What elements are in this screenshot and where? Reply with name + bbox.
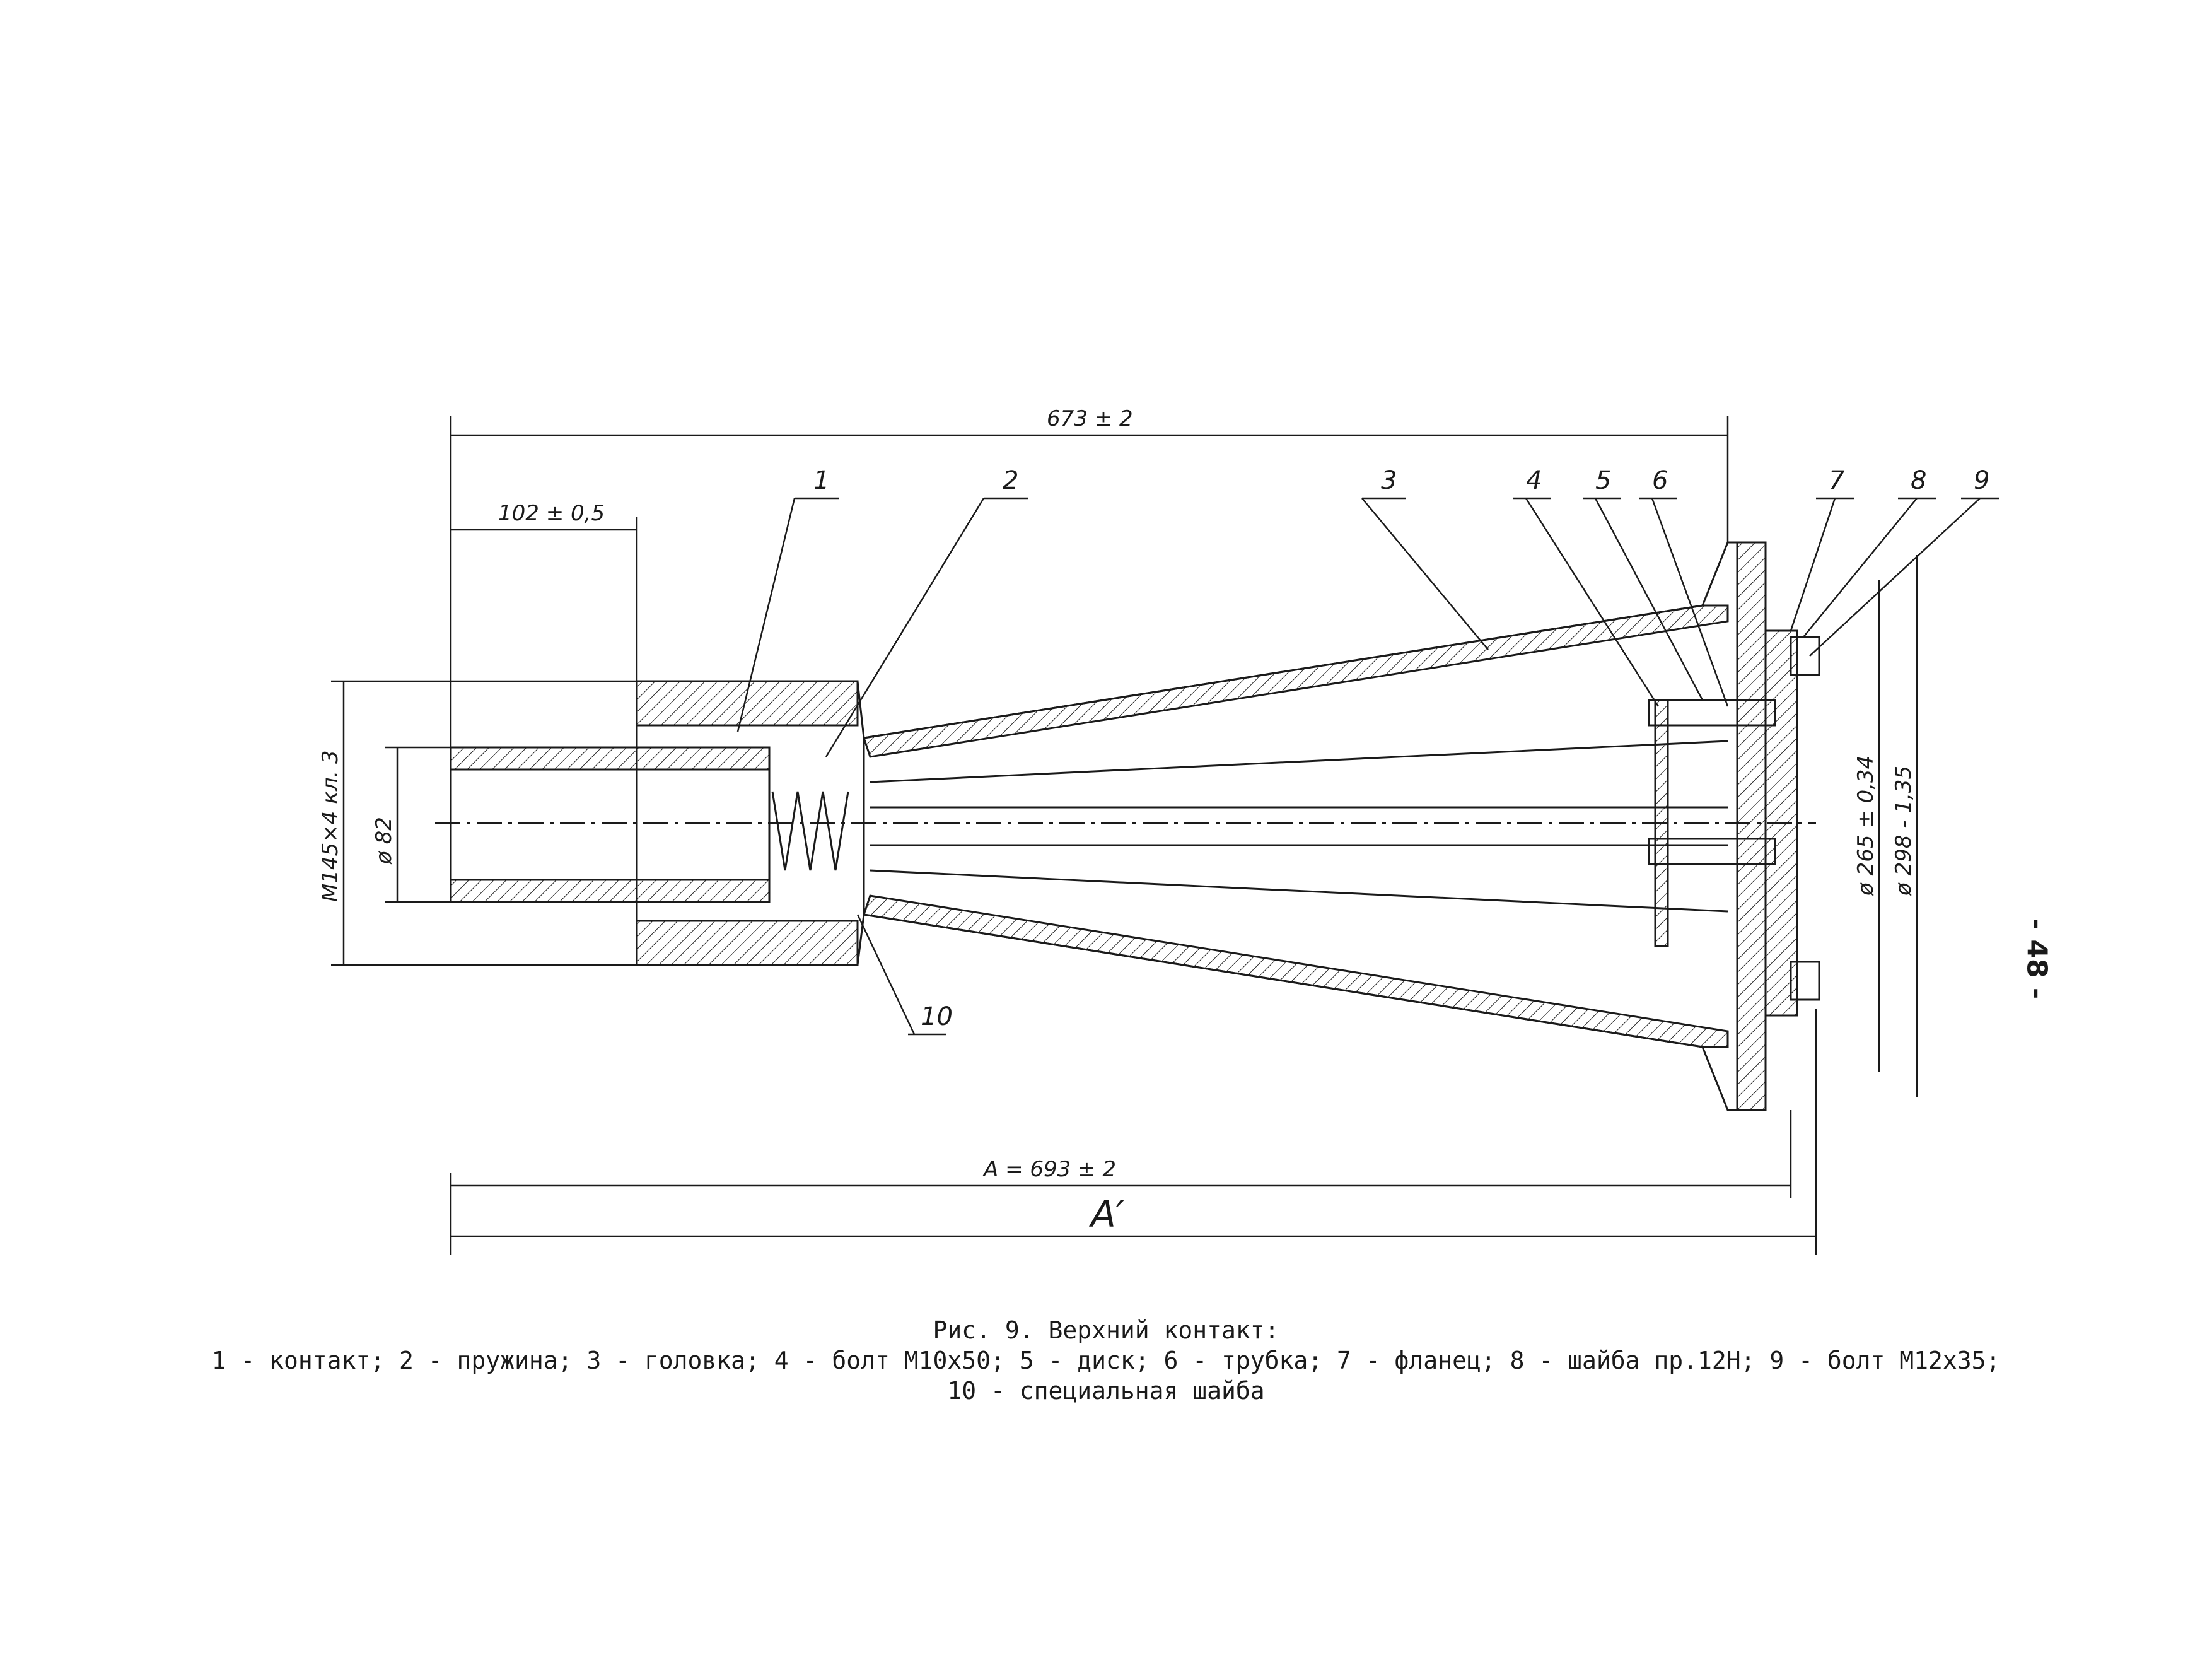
callout-6: 6 [1652, 466, 1668, 495]
cone-wall-bottom [863, 894, 1729, 1048]
dim-flange-dia: ø 298 - 1,35 [1891, 766, 1916, 896]
page-number-text: - 48 - [2020, 918, 2053, 1000]
drawing-lines [435, 541, 1820, 1111]
dimension-lines [331, 416, 1999, 1255]
page-number: - 48 - [1999, 896, 2075, 1022]
dim-thread: M145×4 кл. 3 [318, 750, 343, 902]
caption-line1: 1 - контакт; 2 - пружина; 3 - головка; 4… [211, 1347, 2001, 1374]
dimension-labels: 673 ± 2 102 ± 0,5 M145×4 кл. 3 ø 82 ø 26… [318, 406, 1916, 1236]
dim-length-a: A = 693 ± 2 [982, 1157, 1116, 1182]
caption-title: Рис. 9. Верхний контакт: [933, 1316, 1279, 1344]
dim-bolt-circle: ø 265 ± 0,34 [1853, 756, 1878, 896]
callout-10: 10 [921, 1002, 953, 1031]
callout-1: 1 [813, 466, 829, 495]
callout-7: 7 [1829, 466, 1845, 495]
dim-length-a-prime: A′ [1088, 1193, 1124, 1236]
spring [771, 791, 849, 871]
flange [1736, 541, 1767, 1111]
callout-4: 4 [1526, 466, 1542, 495]
dim-overall: 673 ± 2 [1047, 406, 1133, 431]
callout-2: 2 [1003, 466, 1018, 495]
cone-wall-top [863, 604, 1729, 758]
callout-labels: 1 2 3 4 5 6 7 8 9 10 [813, 466, 1989, 1031]
callout-3: 3 [1381, 466, 1397, 495]
figure-caption: Рис. 9. Верхний контакт: 1 - контакт; 2 … [0, 1315, 2212, 1406]
callout-5: 5 [1595, 466, 1611, 495]
callout-8: 8 [1911, 466, 1926, 495]
caption-line2: 10 - специальная шайба [947, 1377, 1265, 1405]
dim-bore: ø 82 [371, 817, 397, 865]
dim-head-length: 102 ± 0,5 [498, 501, 605, 526]
callout-9: 9 [1974, 466, 1989, 495]
contact-body [450, 746, 771, 903]
